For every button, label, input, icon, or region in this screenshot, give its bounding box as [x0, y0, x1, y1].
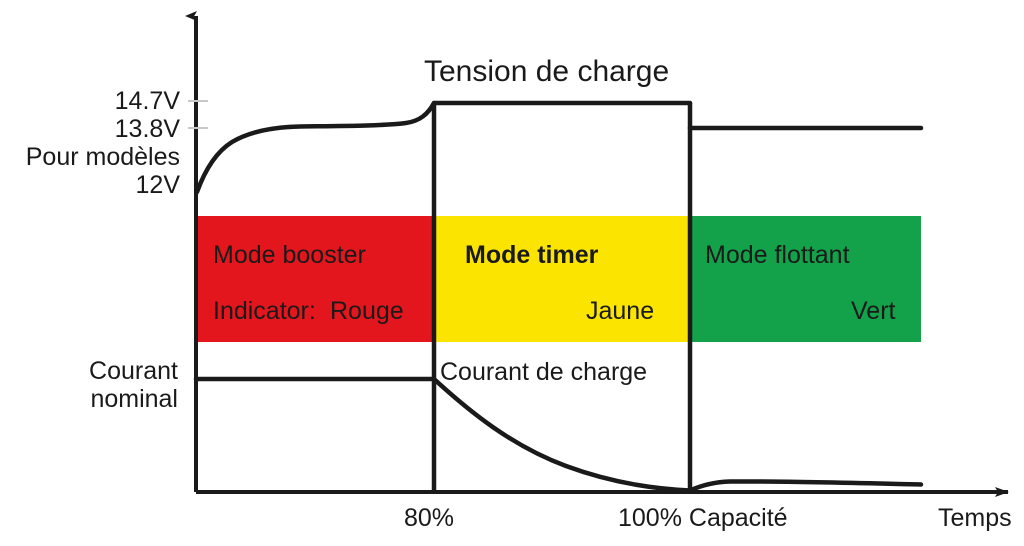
current-curve-decay [431, 376, 693, 493]
voltage-curve-boost [194, 100, 437, 195]
x-axis-title-temps: Temps [938, 504, 1012, 532]
x-tick-label-80: 80% [404, 504, 455, 532]
y-label-12v: 12V [135, 171, 180, 199]
band-label-float-title: Mode flottant [705, 241, 850, 269]
current-curve-label: Courant de charge [440, 358, 648, 386]
band-label-float-color: Vert [851, 297, 896, 325]
y-label-13-8v: 13.8V [114, 115, 180, 143]
band-label-boost-color: Rouge [330, 297, 404, 325]
y-label-models-note: Pour modèles [25, 143, 180, 171]
band-label-boost-indicator: Indicator: [213, 297, 316, 325]
chart-title: Tension de charge [424, 55, 670, 88]
band-rect-boost [196, 216, 434, 342]
current-curve-float [687, 479, 924, 493]
band-rect-timer [434, 216, 690, 342]
y-label-14-7v: 14.7V [114, 87, 180, 115]
band-label-boost-title: Mode booster [213, 241, 366, 269]
y-label-nominal-current-line1: Courant [89, 357, 178, 385]
band-label-timer-title: Mode timer [465, 241, 599, 269]
band-rect-float [690, 216, 921, 342]
band-label-timer-color: Jaune [586, 297, 655, 325]
y-label-nominal-current-line2: nominal [90, 385, 178, 413]
x-tick-label-100-capacity: 100% Capacité [618, 504, 788, 532]
